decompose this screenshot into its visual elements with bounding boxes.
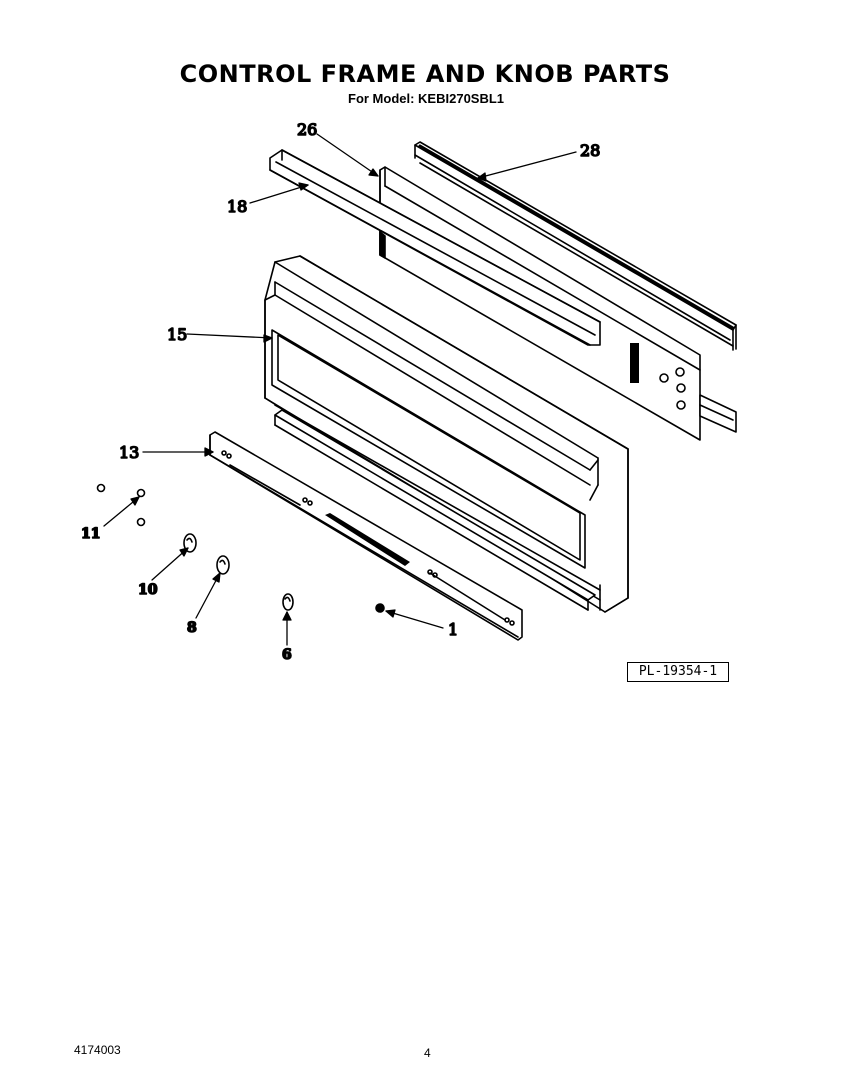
part-8-knob <box>216 555 230 575</box>
knob-cap <box>136 517 146 527</box>
part-10-knob <box>183 533 197 553</box>
panel-hole <box>676 400 686 410</box>
callout-10: 10 <box>138 582 158 598</box>
callout-6: 6 <box>282 647 292 663</box>
callout-1: 1 <box>448 620 458 639</box>
page-number: 4 <box>424 1046 431 1060</box>
panel-slot <box>630 343 639 383</box>
model-subtitle: For Model: KEBI270SBL1 <box>348 91 505 106</box>
callout-15: 15 <box>167 325 187 344</box>
part-28-channel-strip <box>414 141 737 351</box>
part-6-knob <box>282 593 294 611</box>
document-number: 4174003 <box>74 1043 121 1057</box>
callout-13: 13 <box>119 443 139 462</box>
callout-18: 18 <box>227 197 247 216</box>
part-11-knob-caps <box>96 483 146 527</box>
part-18-top-trim-rail <box>269 149 601 346</box>
part-13-bezel-strip <box>209 431 523 641</box>
panel-hole <box>676 383 686 393</box>
callout-26: 26 <box>297 120 317 139</box>
callout-11: 11 <box>81 526 100 542</box>
part-1-screw <box>375 603 385 613</box>
knob-cap <box>136 488 146 498</box>
callout-8: 8 <box>187 620 197 636</box>
panel-hole <box>659 373 669 383</box>
callout-28: 28 <box>580 141 600 160</box>
plate-number-box: PL-19354-1 <box>627 662 729 682</box>
panel-hole <box>675 367 685 377</box>
page-title: CONTROL FRAME AND KNOB PARTS <box>179 60 671 88</box>
knob-cap <box>96 483 106 493</box>
leader-lines <box>103 133 577 646</box>
part-15-control-frame <box>264 255 629 613</box>
